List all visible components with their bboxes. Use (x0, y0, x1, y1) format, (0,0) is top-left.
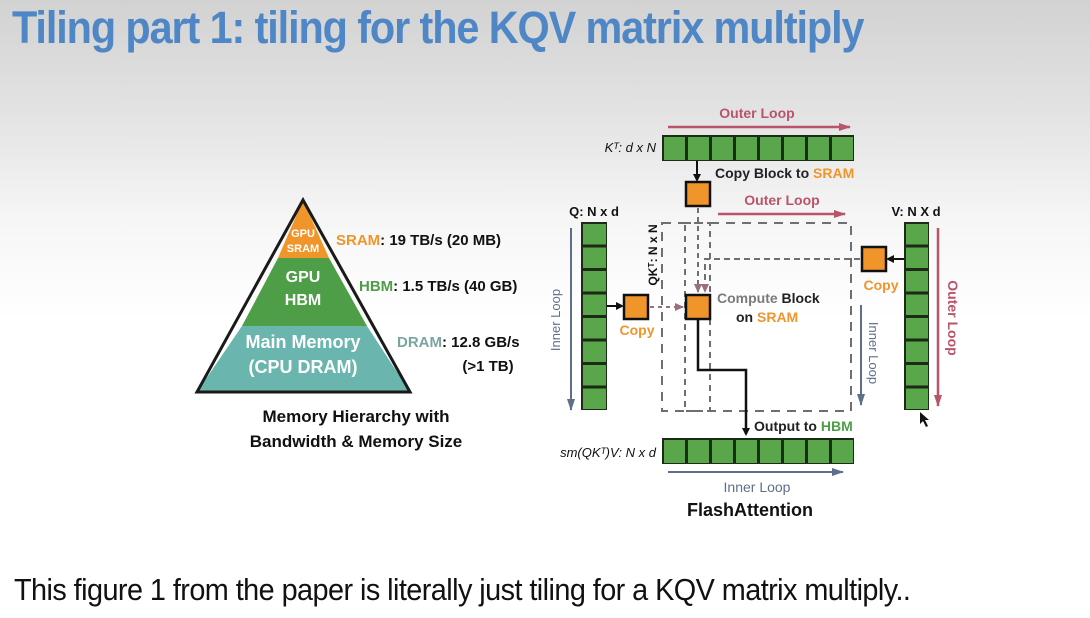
sram-tier-line1: GPU (291, 228, 315, 240)
kt-label: Kᵀ: d x N (605, 140, 657, 155)
memory-pyramid: GPU SRAM GPU HBM Main Memory (CPU DRAM) … (194, 196, 520, 451)
pyramid-caption-line1: Memory Hierarchy with (262, 407, 449, 426)
kt-matrix-block (808, 137, 829, 160)
mouse-cursor-icon (920, 412, 929, 427)
q-label: Q: N x d (569, 204, 619, 219)
kt-matrix-block (832, 137, 853, 160)
dram-tier-line2: (CPU DRAM) (249, 357, 358, 377)
v-matrix-block (906, 247, 928, 268)
output-label: Output to HBM (754, 418, 853, 434)
output-matrix-block (832, 440, 853, 463)
inner-loop-left-label: Inner Loop (548, 289, 563, 351)
output-matrix-block (664, 440, 685, 463)
outer-loop-mid-label: Outer Loop (744, 192, 819, 208)
on-word: on (736, 309, 757, 325)
copy-block-prefix: Copy Block to (715, 165, 813, 181)
pyramid-sram-tier (278, 200, 329, 258)
output-matrix-block (712, 440, 733, 463)
v-matrix-block (906, 341, 928, 362)
output-path (696, 320, 750, 436)
output-matrix-block (784, 440, 805, 463)
kt-matrix-block (784, 137, 805, 160)
kt-matrix-block (664, 137, 685, 160)
kt-matrix-block (712, 137, 733, 160)
v-label: V: N X d (891, 204, 940, 219)
compute-block-line2: on SRAM (736, 309, 798, 325)
qkt-label: QKᵀ: N x N (646, 224, 660, 285)
q-matrix-block (583, 341, 606, 362)
out-label: sm(QKᵀ)V: N x d (560, 445, 657, 460)
v-matrix (904, 222, 929, 410)
compute-word: Compute (717, 290, 778, 306)
kt-matrix-block (688, 137, 709, 160)
kt-matrix-block (760, 137, 781, 160)
v-matrix-block (906, 365, 928, 386)
copy-block-label: Copy Block to SRAM (715, 165, 854, 181)
v-sram-block (860, 245, 888, 273)
outer-loop-right-label: Outer Loop (945, 280, 961, 355)
dram-key: DRAM (397, 334, 442, 351)
pyramid-caption-line2: Bandwidth & Memory Size (250, 432, 463, 451)
pyramid-outline (194, 196, 413, 394)
slide-title: Tiling part 1: tiling for the KQV matrix… (12, 2, 865, 53)
hbm-key: HBM (359, 278, 393, 295)
hbm-value: : 1.5 TB/s (40 GB) (393, 278, 517, 295)
output-matrix (662, 438, 854, 464)
pyramid-dram-tier (197, 326, 410, 392)
kt-matrix (662, 135, 854, 161)
v-matrix-block (906, 271, 928, 292)
copy-right-label: Copy (864, 277, 899, 293)
q-matrix-block (583, 318, 606, 339)
slide-caption: This figure 1 from the paper is literall… (14, 572, 911, 607)
output-hbm: HBM (821, 418, 853, 434)
outer-loop-top-label: Outer Loop (719, 105, 794, 121)
output-matrix-block (736, 440, 757, 463)
v-matrix-block (906, 388, 928, 409)
hbm-bandwidth-label: HBM: 1.5 TB/s (40 GB) (359, 278, 517, 295)
sram-value: : 19 TB/s (20 MB) (380, 232, 501, 249)
v-matrix-block (906, 318, 928, 339)
q-matrix (581, 222, 607, 410)
v-to-compute-dashed (701, 258, 860, 293)
output-matrix-block (688, 440, 709, 463)
compute-block-line1: Compute Block (717, 290, 820, 306)
dram-tier-line1: Main Memory (245, 332, 360, 352)
sram-bandwidth-label: SRAM: 19 TB/s (20 MB) (336, 232, 501, 249)
q-sram-block (622, 293, 650, 321)
output-matrix-block (760, 440, 781, 463)
qkt-outer-dashed-box (661, 222, 852, 412)
pyramid-hbm-tier (242, 258, 367, 326)
output-matrix-block (808, 440, 829, 463)
q-matrix-block (583, 271, 606, 292)
hbm-tier-line2: HBM (285, 292, 321, 309)
q-matrix-block (583, 388, 606, 409)
copy-left-label: Copy (620, 322, 655, 338)
hbm-tier-line1: GPU (286, 269, 321, 286)
output-prefix: Output to (754, 418, 821, 434)
copy-block-sram: SRAM (813, 165, 854, 181)
v-matrix-block (906, 224, 928, 245)
flash-attention-name: FlashAttention (687, 500, 813, 520)
compute-sram-block (684, 293, 712, 321)
inner-loop-right-label: Inner Loop (866, 322, 881, 384)
v-matrix-block (906, 294, 928, 315)
sram-key: SRAM (336, 232, 380, 249)
flash-attention-diagram: Outer Loop Kᵀ: d x N Copy Block to SRAM … (548, 105, 961, 520)
block-word: Block (778, 290, 820, 306)
kt-sram-block (684, 180, 712, 208)
on-sram: SRAM (757, 309, 798, 325)
q-matrix-block (583, 294, 606, 315)
sram-tier-line2: SRAM (287, 243, 319, 255)
q-matrix-block (583, 224, 606, 245)
q-matrix-block (583, 365, 606, 386)
dram-size-label: (>1 TB) (462, 358, 513, 375)
kt-matrix-block (736, 137, 757, 160)
dram-bandwidth-label: DRAM: 12.8 GB/s (397, 334, 520, 351)
q-matrix-block (583, 247, 606, 268)
dram-value: : 12.8 GB/s (442, 334, 520, 351)
inner-loop-bottom-label: Inner Loop (724, 479, 791, 495)
